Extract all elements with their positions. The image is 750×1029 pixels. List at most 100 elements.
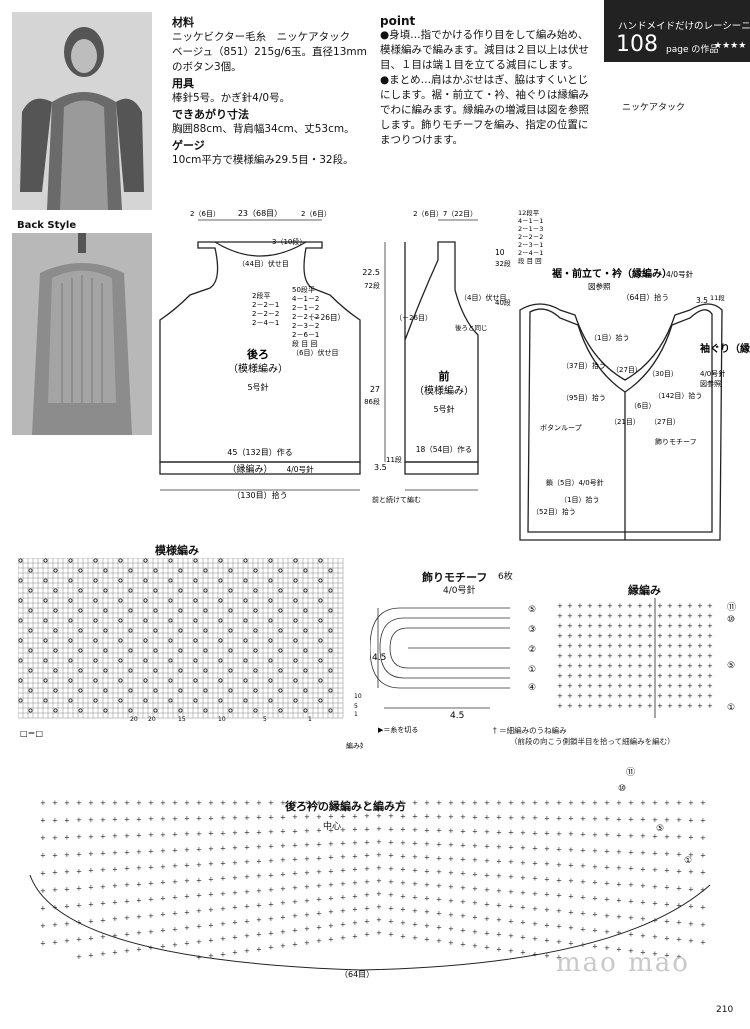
svg-text:+: +: [148, 815, 154, 823]
svg-text:+: +: [508, 873, 514, 881]
svg-text:+: +: [364, 931, 370, 939]
svg-text:+: +: [676, 867, 682, 875]
svg-text:+: +: [376, 890, 382, 898]
svg-text:+: +: [124, 815, 130, 823]
svg-text:+: +: [76, 936, 82, 944]
svg-text:+: +: [496, 945, 502, 953]
svg-text:+: +: [148, 928, 154, 936]
svg-text:+: +: [484, 799, 490, 807]
pattern-row-1: 5: [354, 703, 358, 710]
svg-text:+: +: [244, 858, 250, 866]
svg-text:+: +: [587, 662, 593, 670]
svg-text:+: +: [160, 831, 166, 839]
tools-text: 棒針5号。かぎ針4/0号。: [172, 92, 291, 104]
svg-text:+: +: [607, 612, 613, 620]
svg-text:+: +: [268, 886, 274, 894]
svg-text:+: +: [340, 880, 346, 888]
svg-text:+: +: [577, 652, 583, 660]
svg-text:段 目 回: 段 目 回: [518, 256, 542, 265]
svg-text:+: +: [544, 830, 550, 838]
back-neck-dec: 2段平 2－2－1 2－2－2 2－4－1: [252, 291, 279, 327]
svg-text:+: +: [496, 858, 502, 866]
svg-text:+: +: [652, 933, 658, 941]
svg-text:+: +: [557, 652, 563, 660]
page-number: 108: [616, 32, 658, 57]
svg-text:+: +: [100, 799, 106, 807]
svg-text:+: +: [647, 682, 653, 690]
svg-text:2－3－2: 2－3－2: [292, 322, 319, 330]
svg-text:+: +: [292, 799, 298, 807]
svg-text:+: +: [496, 931, 502, 939]
svg-text:+: +: [627, 662, 633, 670]
svg-text:+: +: [616, 880, 622, 888]
svg-text:+: +: [412, 853, 418, 861]
svg-text:+: +: [580, 925, 586, 933]
svg-text:+: +: [148, 831, 154, 839]
svg-text:+: +: [184, 861, 190, 869]
svg-text:+: +: [448, 925, 454, 933]
svg-text:+: +: [607, 692, 613, 700]
svg-text:+: +: [577, 682, 583, 690]
svg-text:+: +: [617, 692, 623, 700]
svg-text:+: +: [567, 632, 573, 640]
svg-text:+: +: [136, 880, 142, 888]
svg-text:+: +: [364, 852, 370, 860]
svg-text:+: +: [484, 900, 490, 908]
svg-text:+: +: [508, 858, 514, 866]
svg-text:+: +: [364, 838, 370, 846]
svg-text:+: +: [627, 632, 633, 640]
svg-text:+: +: [496, 814, 502, 822]
svg-text:+: +: [292, 926, 298, 934]
svg-text:+: +: [304, 813, 310, 821]
svg-text:+: +: [640, 915, 646, 923]
svg-text:+: +: [436, 923, 442, 931]
svg-text:+: +: [112, 832, 118, 840]
svg-text:2－3－1: 2－3－1: [518, 241, 543, 249]
border-row-3: ①: [727, 703, 735, 713]
svg-text:+: +: [676, 850, 682, 858]
pick-27: （27目）: [612, 366, 642, 374]
svg-text:+: +: [532, 875, 538, 883]
svg-text:+: +: [304, 925, 310, 933]
svg-text:+: +: [637, 692, 643, 700]
svg-text:+: +: [148, 863, 154, 871]
svg-text:+: +: [88, 951, 94, 959]
svg-text:+: +: [687, 682, 693, 690]
svg-text:+: +: [657, 682, 663, 690]
svg-text:+: +: [556, 845, 562, 853]
svg-text:+: +: [508, 932, 514, 940]
svg-text:+: +: [256, 916, 262, 924]
collar-row-0: ⑪: [626, 767, 635, 778]
svg-text:+: +: [496, 901, 502, 909]
svg-text:+: +: [172, 909, 178, 917]
svg-text:+: +: [607, 672, 613, 680]
svg-text:+: +: [244, 843, 250, 851]
svg-text:+: +: [688, 937, 694, 945]
pick-95: （95目）拾う: [562, 393, 606, 402]
collar-chart: + + + + + + + + + + + + + + + + + + + + + + + + + + + + + + + + + + + + + + + +…: [29, 767, 711, 979]
svg-text:+: +: [376, 929, 382, 937]
svg-text:+: +: [607, 642, 613, 650]
svg-text:+: +: [436, 937, 442, 945]
svg-text:+: +: [460, 813, 466, 821]
svg-text:+: +: [268, 871, 274, 879]
svg-text:+: +: [628, 898, 634, 906]
svg-text:+: +: [244, 947, 250, 955]
svg-text:+: +: [340, 893, 346, 901]
svg-text:+: +: [52, 938, 58, 946]
svg-text:4－1－2: 4－1－2: [292, 295, 319, 303]
svg-text:+: +: [208, 845, 214, 853]
svg-text:+: +: [352, 866, 358, 874]
svg-text:+: +: [76, 919, 82, 927]
svg-text:+: +: [568, 877, 574, 885]
svg-text:+: +: [640, 849, 646, 857]
svg-text:+: +: [667, 632, 673, 640]
svg-text:+: +: [647, 622, 653, 630]
back-needle: 5号針: [247, 382, 268, 392]
svg-text:+: +: [687, 632, 693, 640]
svg-text:+: +: [316, 799, 322, 807]
pattern-chart: 編み始め 20 20 15 10 5 1 10 5 1 □＝□: [18, 558, 363, 750]
svg-text:+: +: [637, 652, 643, 660]
svg-text:+: +: [232, 814, 238, 822]
svg-text:+: +: [52, 921, 58, 929]
